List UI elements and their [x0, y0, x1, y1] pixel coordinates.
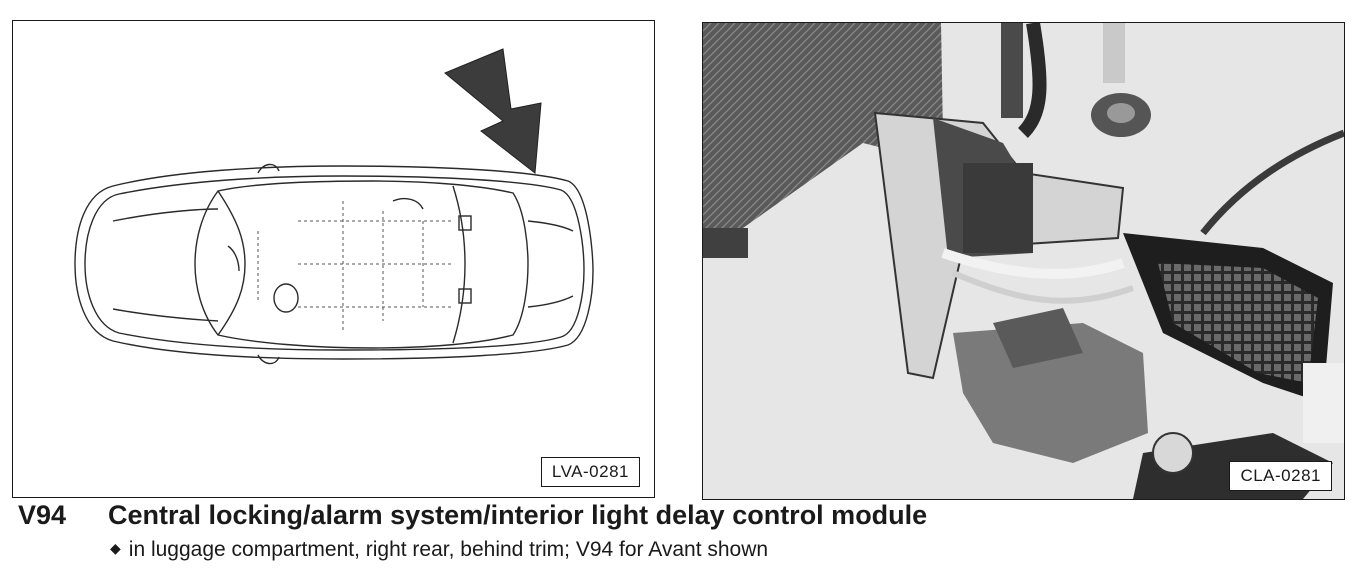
carpet-trim	[703, 23, 943, 233]
component-location-note: ◆ in luggage compartment, right rear, beh…	[110, 538, 768, 562]
component-code: V94	[18, 500, 67, 530]
figure-reference-code: LVA-0281	[540, 457, 640, 487]
figure-left-panel: LVA-0281	[12, 20, 655, 498]
bullet-icon: ◆	[110, 540, 121, 556]
car-top-view-diagram	[74, 48, 594, 365]
location-arrow-icon	[444, 48, 542, 174]
car-outline	[74, 163, 594, 365]
location-note-text: in luggage compartment, right rear, behi…	[128, 538, 769, 561]
control-module-photo	[703, 23, 1344, 499]
figure-right-panel: CLA-0281	[702, 22, 1345, 500]
component-title: Central locking/alarm system/interior li…	[108, 500, 928, 530]
figure-reference-code: CLA-0281	[1229, 461, 1332, 491]
wiring-lines	[257, 201, 453, 331]
connector-cover	[953, 323, 1148, 463]
